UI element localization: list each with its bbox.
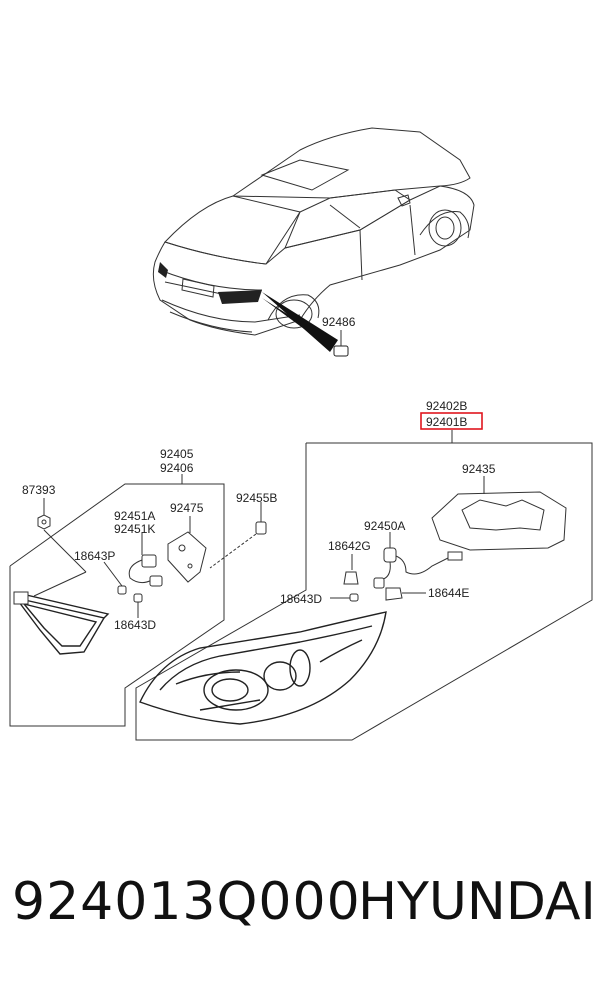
highlight-box [420,412,483,430]
gasket-92475 [167,531,207,583]
wiring-92450A [373,547,463,589]
car-tail-lamp [218,290,262,304]
outer-tail-lamp [139,611,387,725]
bulb-18643D-left [133,593,143,603]
callout-92451K: 92451K [114,522,155,536]
part-number: 924013Q000 [12,872,361,932]
callout-92406: 92406 [160,461,194,475]
wiring-92451A [128,554,163,587]
car-illustration [152,127,475,336]
outer-lamp-frame [135,442,593,741]
callout-18644E: 18644E [428,586,469,600]
callout-18643D-right: 18643D [280,592,322,606]
callout-18643D-left: 18643D [114,618,156,632]
bulb-18643D-right [349,593,359,602]
bulb-18644E [385,587,403,601]
callout-92486: 92486 [322,315,356,329]
callout-92405: 92405 [160,447,194,461]
callout-92435: 92435 [462,462,496,476]
callout-92451A: 92451A [114,509,155,523]
screw-92455B [209,502,267,569]
callout-18643P: 18643P [74,549,115,563]
callout-92475: 92475 [170,501,204,515]
nut-87393 [37,514,51,530]
callout-87393: 87393 [22,483,56,497]
bulb-18642G [343,571,359,585]
callout-92455B: 92455B [236,491,277,505]
car-tail-lamp-left [158,262,168,278]
brand-name: HYUNDAI [358,872,596,932]
socket-92486 [333,330,349,357]
callout-92450A: 92450A [364,519,405,533]
gasket-92435 [431,491,567,551]
callout-18642G: 18642G [328,539,371,553]
inner-tail-lamp [14,593,110,655]
bulb-18643P [117,585,127,595]
callout-92402B: 92402B [426,399,467,413]
inner-lamp-frame [9,483,225,727]
callout-92401B: 92401B [426,415,467,429]
